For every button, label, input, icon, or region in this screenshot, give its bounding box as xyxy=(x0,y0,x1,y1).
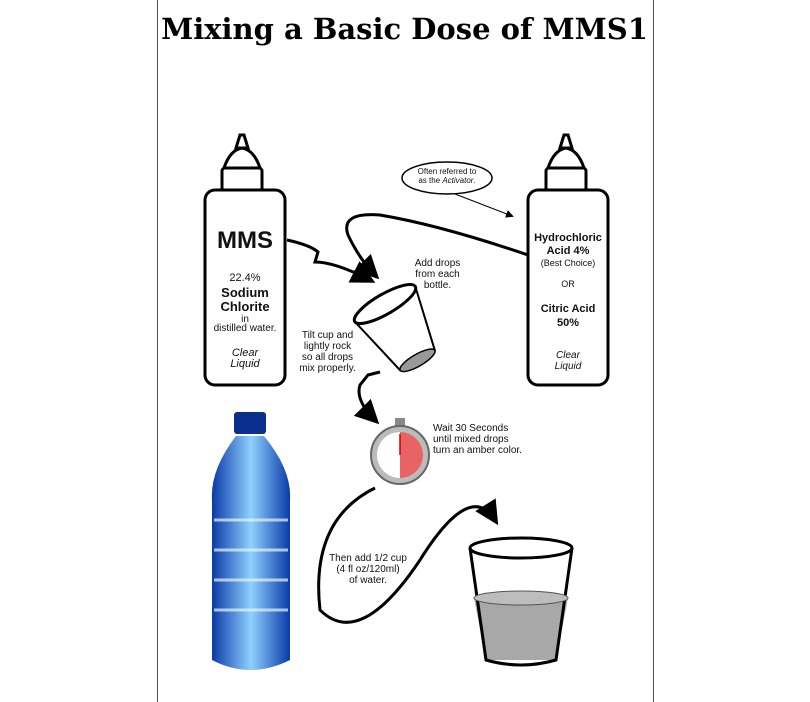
mms-bottle xyxy=(203,133,287,387)
step-text: mix properly. xyxy=(299,363,356,374)
step-text: bottle. xyxy=(423,280,452,291)
mixing-cup xyxy=(352,282,437,373)
step-text: until mixed drops xyxy=(433,434,509,445)
step-text: Wait 30 Seconds xyxy=(433,423,509,434)
activator-line4: 50% xyxy=(556,317,580,329)
activator-note: (Best Choice) xyxy=(540,258,596,268)
step-water: Then add 1/2 cup(4 fl oz/120ml)of water. xyxy=(318,553,418,586)
step-text: from each xyxy=(415,269,460,280)
callout-prefix: as the xyxy=(418,175,443,185)
water-bottle xyxy=(211,412,291,670)
callout-emphasis: Activator xyxy=(442,175,474,185)
activator-bottle xyxy=(526,133,610,387)
mms-in: in xyxy=(241,314,249,325)
callout-bubble xyxy=(401,161,493,195)
water-glass xyxy=(468,536,574,667)
mms-chem-line2: Chlorite xyxy=(220,299,270,314)
page-panel xyxy=(157,0,654,702)
step-text: turn an amber color. xyxy=(433,445,522,456)
mms-label: MMS xyxy=(217,227,273,254)
step-text: Then add 1/2 cup xyxy=(329,553,407,564)
activator-line3: Citric Acid xyxy=(540,303,596,315)
callout-line2: as the Activator. xyxy=(402,175,492,186)
step-text: so all drops xyxy=(301,352,354,363)
flow-arrows xyxy=(286,213,529,624)
step-text: Tilt cup and xyxy=(301,330,354,341)
page-title: Mixing a Basic Dose of MMS1 xyxy=(161,12,648,46)
stopwatch-icon xyxy=(370,418,430,485)
step-text: (4 fl oz/120ml) xyxy=(336,564,400,575)
activator-line1: Hydrochloric xyxy=(534,232,602,244)
mms-chem-line1: Sodium xyxy=(221,285,269,300)
callout-line1: Often referred to xyxy=(417,167,477,176)
step-text: of water. xyxy=(349,575,387,586)
callout-text: Often referred to as the Activator. xyxy=(402,167,492,186)
mms-water: distilled water. xyxy=(213,323,277,334)
step-text: lightly rock xyxy=(303,341,352,352)
activator-or: OR xyxy=(561,279,575,289)
activator-line2: Acid 4% xyxy=(546,245,590,257)
step-text: Add drops xyxy=(414,258,461,269)
callout-suffix: . xyxy=(473,175,476,185)
activator-clear: Clear xyxy=(556,350,580,361)
mms-percent: 22.4% xyxy=(229,272,261,284)
mms-liquid: Liquid xyxy=(230,358,260,370)
activator-liquid: Liquid xyxy=(554,361,582,372)
mms-clear: Clear xyxy=(231,347,259,359)
